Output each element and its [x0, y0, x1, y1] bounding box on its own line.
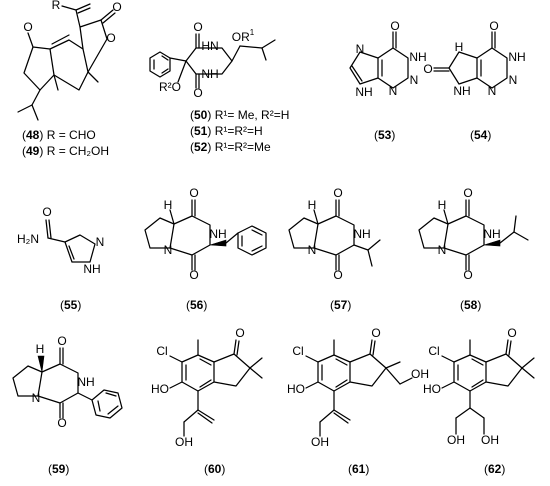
structure-62: O Cl HO OH OH — [423, 326, 535, 447]
atom-H: H — [438, 198, 447, 212]
structure-59: O O H NH N — [12, 334, 123, 430]
atom-NH: NH — [201, 67, 218, 81]
atom-O: O — [193, 20, 202, 34]
atom-H2N: H₂N — [17, 232, 39, 246]
atom-HO: HO — [151, 382, 169, 396]
structure-58: O O H NH N — [418, 186, 529, 282]
atom-HO: HO — [287, 382, 305, 396]
atom-N: N — [308, 243, 317, 257]
atom-Cl: Cl — [292, 344, 303, 358]
atom-O: O — [371, 326, 380, 340]
atom-N: N — [389, 84, 398, 98]
compound-56-label: (56) — [186, 298, 208, 312]
compound-61-label: (61) — [348, 462, 370, 476]
atom-H: H — [36, 342, 45, 356]
atom-O: O — [390, 19, 399, 33]
atom-NH: NH — [83, 262, 100, 276]
atom-HO: HO — [423, 382, 441, 396]
atom-O: O — [333, 186, 342, 200]
structure-55: O H₂N N NH — [17, 205, 104, 276]
atom-N: N — [32, 391, 41, 405]
atom-O: O — [463, 186, 472, 200]
atom-NH: NH — [209, 227, 226, 241]
atom-H: H — [308, 198, 317, 212]
atom-N: N — [509, 73, 518, 87]
atom-OR1: OR1 — [232, 28, 255, 44]
atom-O: O — [42, 205, 51, 219]
compound-62-label: (62) — [484, 462, 506, 476]
atom-N: N — [356, 42, 365, 56]
compound-48-label: (48) R = CHO — [22, 128, 96, 142]
structure-53: O NH N N N NH — [349, 19, 427, 99]
atom-O: O — [333, 268, 342, 282]
atom-N: N — [96, 235, 105, 249]
compound-50-label: (50) R¹= Me, R²=H — [190, 108, 290, 122]
structure-54: O O NH N N H NH — [423, 19, 525, 98]
structure-61: O Cl HO OH OH — [287, 326, 429, 449]
structure-50-52: O O HN NH OR1 R²O — [149, 20, 276, 100]
atom-O: O — [57, 334, 66, 348]
atom-R: R — [52, 0, 61, 12]
compound-57-label: (57) — [330, 298, 352, 312]
atom-O: O — [193, 86, 202, 100]
atom-O: O — [189, 186, 198, 200]
compound-55-label: (55) — [60, 298, 82, 312]
atom-O: O — [235, 326, 244, 340]
atom-HN: HN — [201, 39, 218, 53]
atom-NH: NH — [77, 375, 94, 389]
atom-OH: OH — [175, 435, 193, 449]
atom-O: O — [463, 268, 472, 282]
atom-Cl: Cl — [156, 344, 167, 358]
compound-53-label: (53) — [374, 128, 396, 142]
compound-58-label: (58) — [460, 298, 482, 312]
atom-O: O — [423, 62, 432, 76]
structure-48-49: O O O R — [17, 0, 122, 121]
atom-O: O — [507, 326, 516, 340]
atom-H: H — [455, 40, 464, 54]
atom-O: O — [23, 20, 32, 34]
atom-OH: OH — [447, 433, 465, 447]
structure-57: O O H NH N — [288, 186, 381, 282]
atom-NH: NH — [353, 227, 370, 241]
structure-56: O O H NH N — [144, 186, 267, 282]
atom-R2O: R²O — [159, 80, 181, 94]
atom-OH: OH — [311, 435, 329, 449]
atom-H: H — [164, 198, 173, 212]
atom-O: O — [189, 268, 198, 282]
atom-OH: OH — [411, 367, 429, 381]
compound-60-label: (60) — [204, 462, 226, 476]
atom-N: N — [438, 243, 447, 257]
atom-O: O — [57, 416, 66, 430]
atom-N: N — [164, 243, 173, 257]
atom-NH: NH — [409, 50, 426, 64]
atom-Cl: Cl — [428, 344, 439, 358]
compound-49-label: (49) R = CH₂OH — [22, 144, 110, 158]
compound-54-label: (54) — [470, 128, 492, 142]
atom-NH: NH — [508, 50, 525, 64]
atom-N: N — [410, 73, 419, 87]
compound-51-label: (51) R¹=R²=H — [190, 124, 263, 138]
atom-NH: NH — [483, 227, 500, 241]
atom-NH: NH — [453, 84, 470, 98]
atom-N: N — [488, 84, 497, 98]
atom-NH: NH — [355, 85, 372, 99]
atom-O: O — [489, 19, 498, 33]
structure-60: O Cl HO OH — [151, 326, 263, 449]
atom-O: O — [106, 31, 115, 45]
atom-OH: OH — [481, 433, 499, 447]
atom-O: O — [112, 0, 121, 14]
compound-59-label: (59) — [48, 462, 70, 476]
compound-52-label: (52) R¹=R²=Me — [190, 140, 271, 154]
